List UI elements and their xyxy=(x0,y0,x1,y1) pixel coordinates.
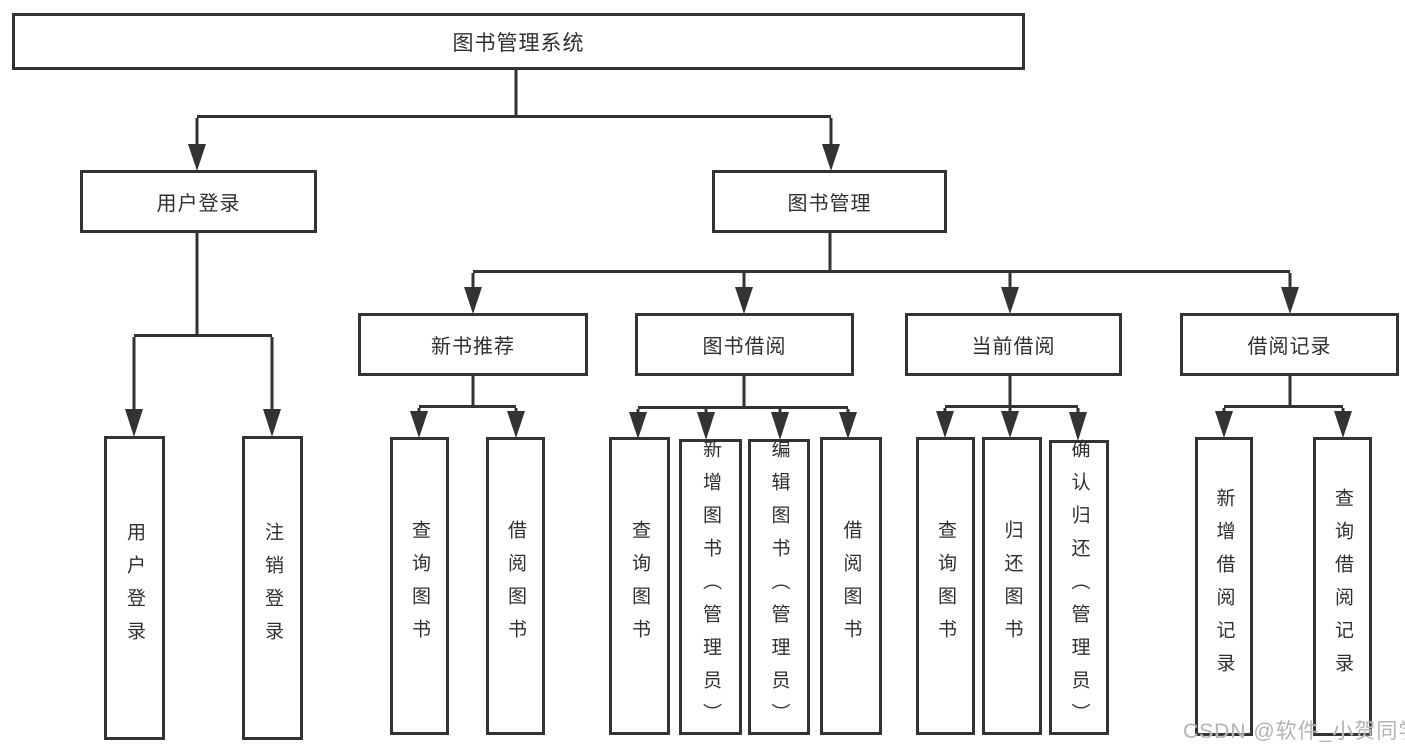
leaf-add-borrow-record-label: 新增借阅记录 xyxy=(1213,487,1235,686)
leaf-edit-book-admin: 编辑图书（管理员） xyxy=(748,438,810,736)
leaf-confirm-return-admin-label: 确认归还（管理员） xyxy=(1068,439,1090,736)
group-book-borrow: 图书借阅 xyxy=(635,313,854,376)
group-borrow-record-label: 借阅记录 xyxy=(1247,336,1332,358)
leaf-query-borrow-record-label: 查询借阅记录 xyxy=(1332,487,1353,686)
csdn-watermark: CSDN @软件_小贺同学 xyxy=(1183,720,1405,743)
leaf-confirm-return-admin: 确认归还（管理员） xyxy=(1049,439,1109,736)
leaf-add-book-admin: 新增图书（管理员） xyxy=(679,438,742,736)
leaf-borrow-book-recommend-label: 借阅图书 xyxy=(505,520,526,652)
leaf-query-book-borrow-label: 查询图书 xyxy=(629,520,650,652)
group-current-borrow: 当前借阅 xyxy=(905,313,1122,376)
leaf-edit-book-admin-label: 编辑图书（管理员） xyxy=(768,438,790,736)
leaf-query-book-current-label: 查询图书 xyxy=(935,520,956,652)
leaf-borrow-book-label: 借阅图书 xyxy=(840,520,862,652)
root-node-label: 图书管理系统 xyxy=(452,31,585,55)
group-new-book-recommend: 新书推荐 xyxy=(358,313,588,376)
leaf-query-book-recommend-label: 查询图书 xyxy=(409,520,430,652)
branch-book-management: 图书管理 xyxy=(712,170,947,233)
root-node-library-management-system: 图书管理系统 xyxy=(12,13,1025,70)
group-borrow-record: 借阅记录 xyxy=(1180,313,1399,376)
leaf-user-login: 用户登录 xyxy=(104,436,165,740)
branch-user-login-label: 用户登录 xyxy=(156,193,241,215)
leaf-query-borrow-record: 查询借阅记录 xyxy=(1313,437,1372,736)
leaf-add-book-admin-label: 新增图书（管理员） xyxy=(700,438,721,736)
group-new-book-recommend-label: 新书推荐 xyxy=(431,336,515,358)
leaf-query-book-current: 查询图书 xyxy=(916,437,975,735)
group-book-borrow-label: 图书借阅 xyxy=(702,336,787,358)
group-current-borrow-label: 当前借阅 xyxy=(971,336,1056,358)
leaf-borrow-book-recommend: 借阅图书 xyxy=(486,437,545,735)
leaf-user-login-label: 用户登录 xyxy=(124,522,145,654)
leaf-query-book-recommend: 查询图书 xyxy=(390,437,449,735)
leaf-add-borrow-record: 新增借阅记录 xyxy=(1195,437,1253,736)
branch-user-login: 用户登录 xyxy=(80,170,317,233)
leaf-logout-login-label: 注销登录 xyxy=(262,522,283,654)
leaf-query-book-borrow: 查询图书 xyxy=(609,437,670,735)
branch-book-management-label: 图书管理 xyxy=(787,193,872,215)
leaf-return-book: 归还图书 xyxy=(982,437,1042,735)
leaf-return-book-label: 归还图书 xyxy=(1001,520,1023,652)
leaf-borrow-book: 借阅图书 xyxy=(820,437,882,735)
leaf-logout-login: 注销登录 xyxy=(242,436,303,740)
